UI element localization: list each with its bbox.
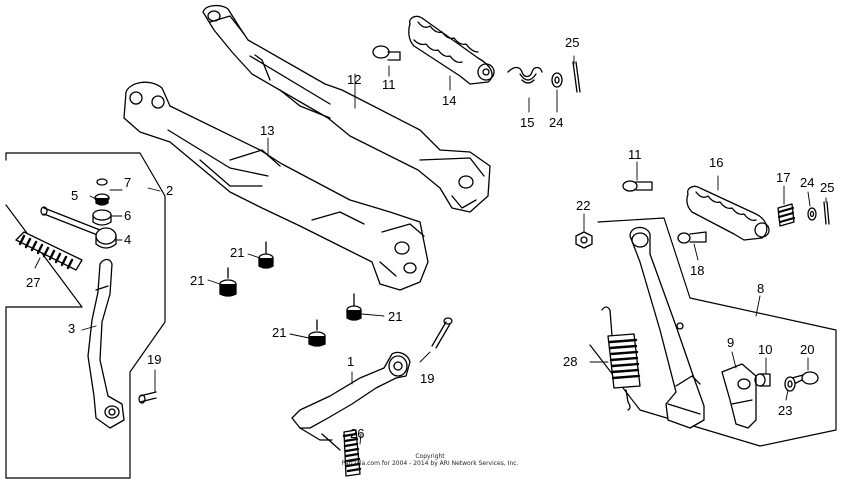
group-outline-left [5, 152, 166, 479]
stand-bolt [791, 371, 819, 385]
callout-21-a: 21 [230, 245, 245, 260]
callout-21-b: 21 [190, 273, 205, 288]
callout-20: 20 [800, 342, 815, 357]
nut-right [575, 231, 593, 249]
stand-spring [601, 306, 641, 411]
cotter-pin-upper [572, 61, 581, 93]
callout-25-right: 25 [820, 180, 835, 195]
return-spring-upper [507, 66, 543, 84]
callout-11-right: 11 [628, 147, 642, 162]
callout-3: 3 [68, 321, 76, 336]
callout-19-left: 19 [147, 352, 162, 367]
callout-9: 9 [727, 335, 735, 350]
callout-28: 28 [563, 354, 578, 369]
callout-26: 26 [350, 426, 365, 441]
callout-16: 16 [709, 155, 724, 170]
kick-lever-lower [291, 351, 411, 451]
pivot-pin-right [622, 180, 653, 192]
callout-15: 15 [520, 115, 535, 130]
foot-peg-right [686, 185, 770, 241]
callout-19-center: 19 [420, 371, 435, 386]
copyright-notice: Copyright Partzilla.com for 2004 - 2014 … [300, 453, 560, 467]
washer-upper [551, 72, 563, 88]
step-bar-upper [202, 4, 491, 213]
callout-24-right: 24 [800, 175, 815, 190]
copyright-line-1: Copyright [415, 453, 445, 460]
callout-13: 13 [260, 123, 275, 138]
callout-24-upper: 24 [549, 115, 564, 130]
callout-10: 10 [758, 342, 773, 357]
return-spring-right [777, 203, 796, 227]
callout-21-c: 21 [388, 309, 403, 324]
frame-bar-main [123, 81, 429, 291]
stud-bolts [219, 241, 362, 347]
rubber-grip-lower [342, 429, 362, 477]
callout-22: 22 [576, 198, 591, 213]
stand-bracket [721, 363, 757, 429]
callout-2: 2 [166, 183, 174, 198]
bolt-center [431, 317, 453, 349]
callout-12: 12 [347, 72, 362, 87]
pivot-bolt-assembly [40, 178, 117, 249]
pivot-pin-upper [372, 45, 401, 61]
kick-pedal-arm [87, 258, 125, 429]
group-outline-right [589, 217, 837, 447]
callout-23: 23 [778, 403, 793, 418]
callout-27: 27 [26, 275, 41, 290]
callout-8: 8 [757, 281, 765, 296]
bolt-right [677, 231, 707, 244]
rubber-grip-left [15, 231, 83, 271]
callout-25-upper: 25 [565, 35, 580, 50]
callout-6: 6 [124, 208, 132, 223]
side-stand [629, 226, 705, 429]
stand-spacer [754, 373, 771, 387]
callout-5: 5 [71, 188, 79, 203]
callout-7: 7 [124, 175, 132, 190]
foot-peg-upper [408, 15, 495, 85]
stand-washer [784, 376, 796, 392]
cotter-pin-right [823, 201, 830, 225]
copyright-line-2: Partzilla.com for 2004 - 2014 by ARI Net… [341, 460, 519, 467]
callout-11-upper: 11 [382, 77, 396, 92]
callout-18: 18 [690, 263, 705, 278]
callout-1: 1 [347, 354, 355, 369]
callout-17: 17 [776, 170, 791, 185]
leader-lines [34, 55, 827, 445]
callout-21-d: 21 [272, 325, 287, 340]
washer-right [807, 207, 817, 221]
callout-14: 14 [442, 93, 457, 108]
bolt-left [138, 391, 157, 404]
callout-4: 4 [124, 232, 132, 247]
